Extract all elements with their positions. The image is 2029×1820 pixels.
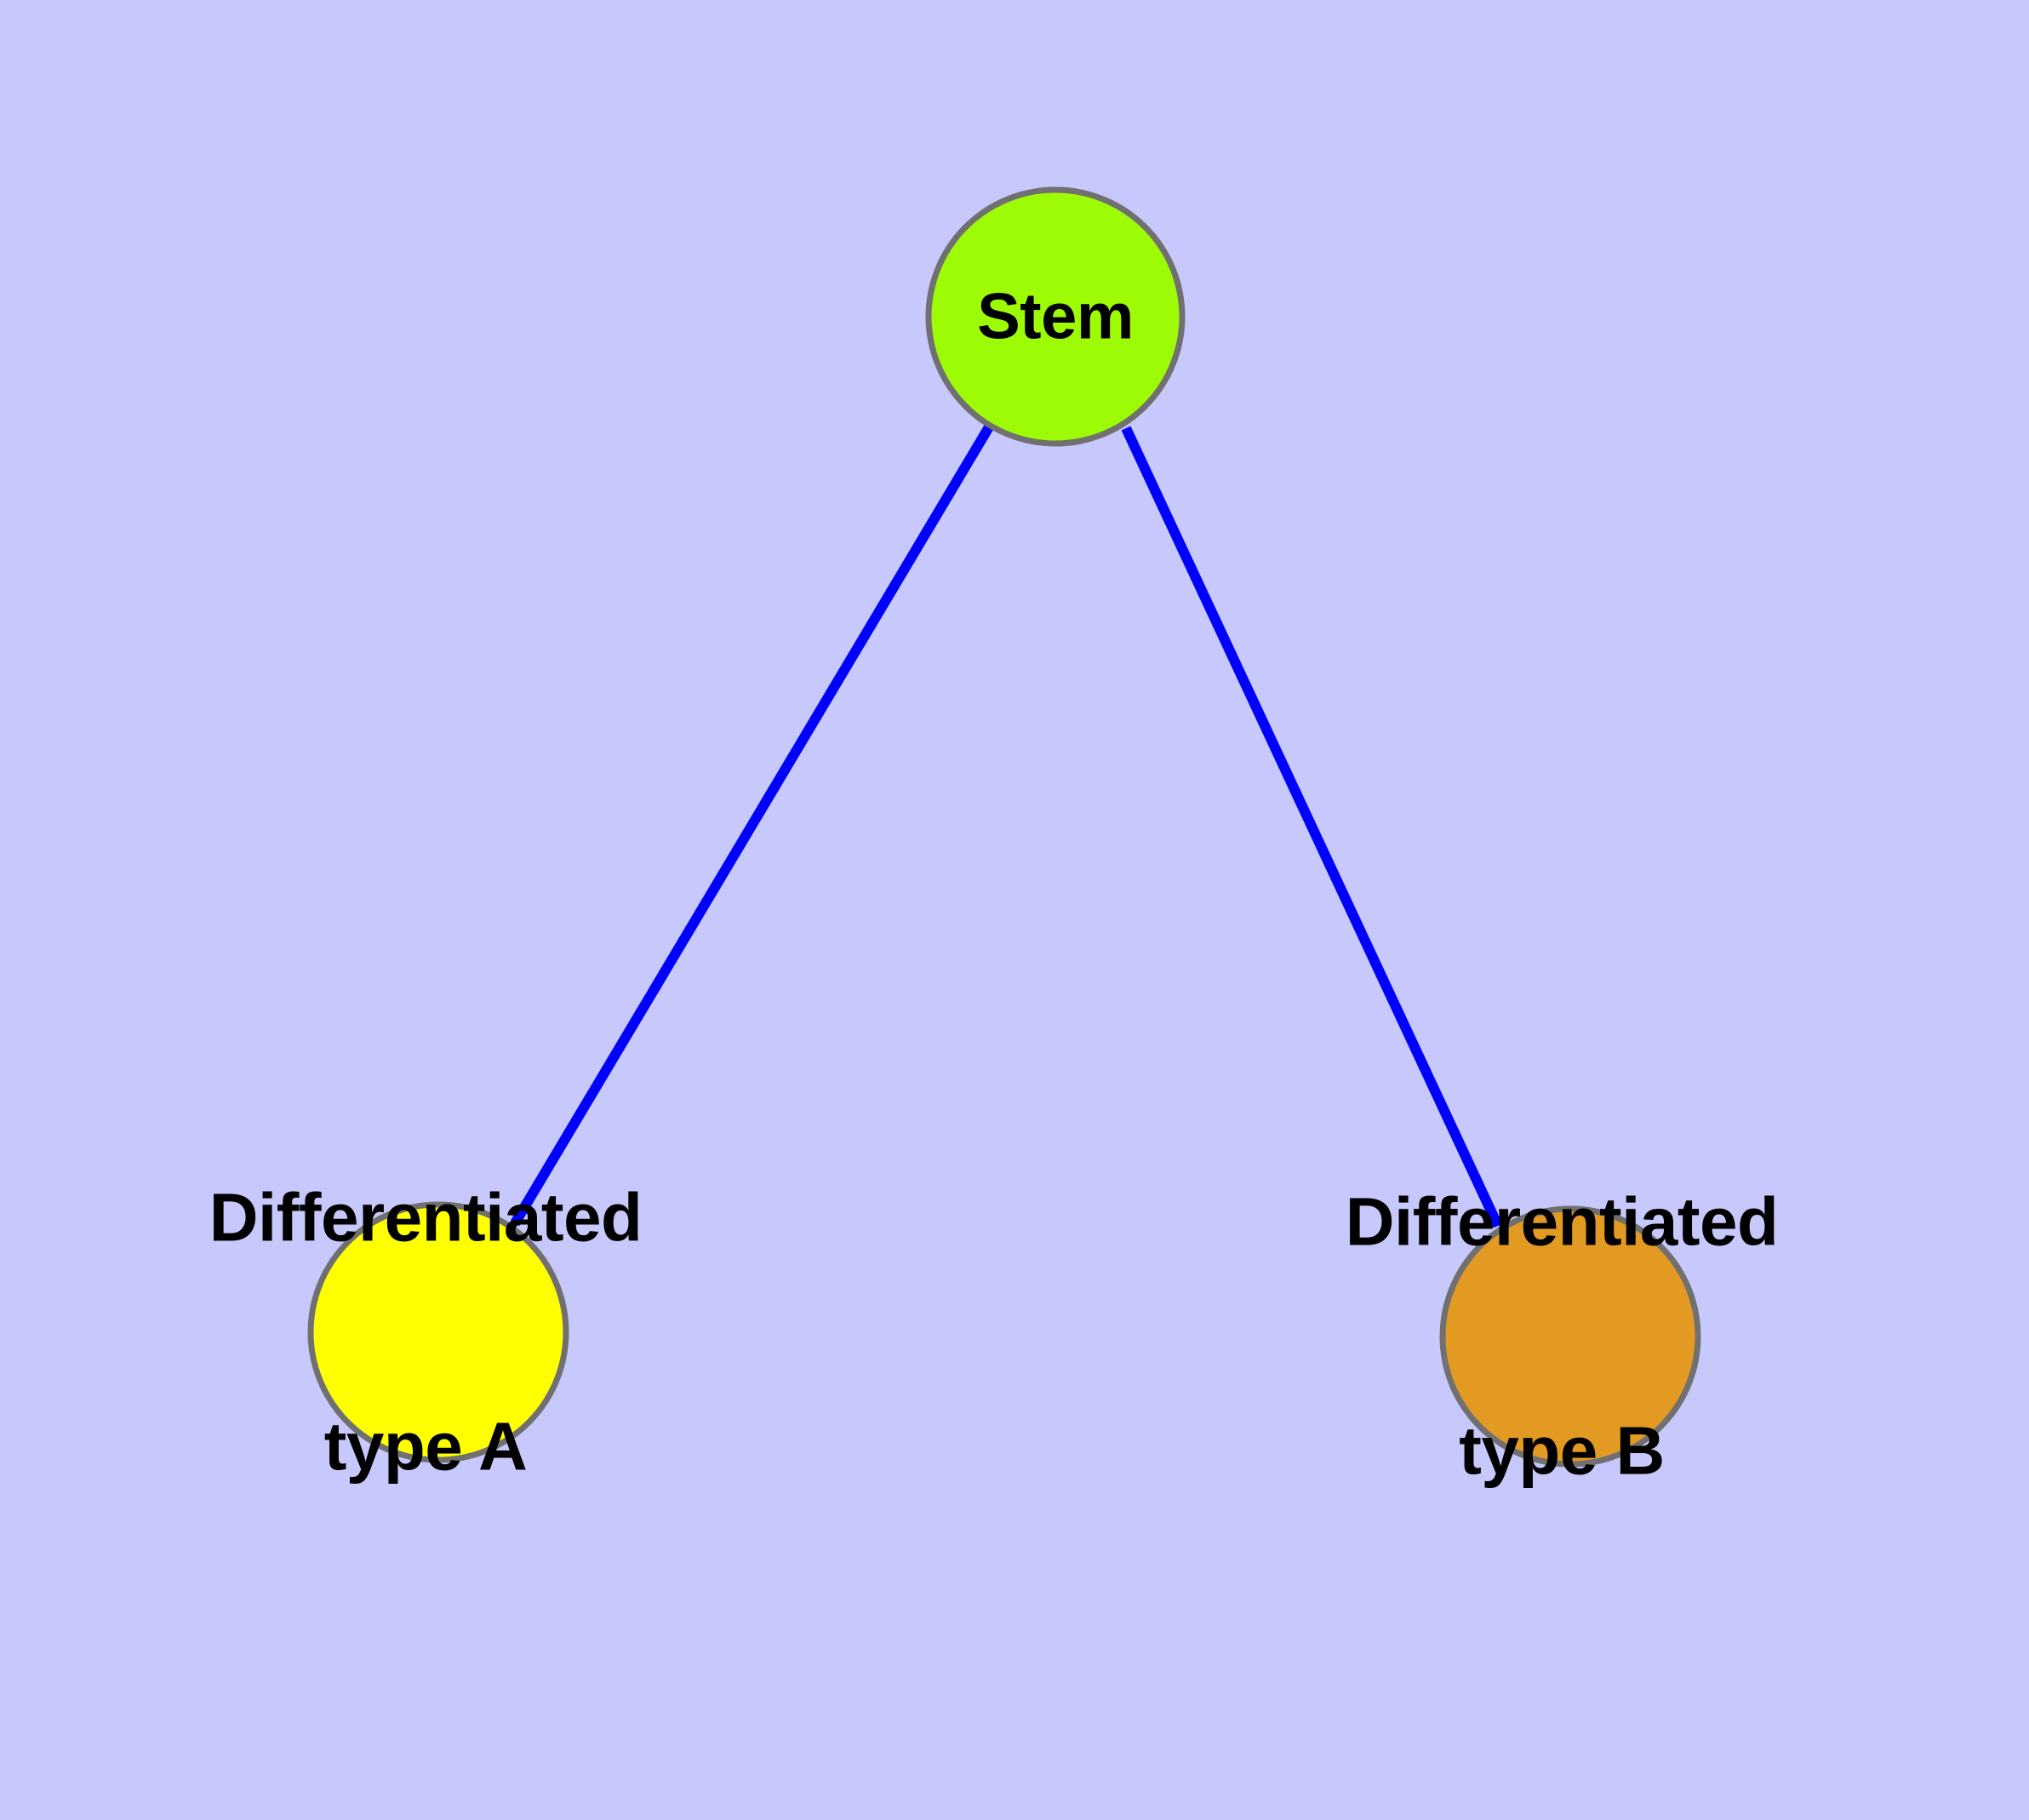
edge-layer: [510, 422, 1503, 1228]
edge-stem-to-differentiated-type-a: [510, 422, 995, 1227]
node-differentiated-type-b[interactable]: [1439, 1205, 1701, 1468]
edge-stem-to-differentiated-type-b: [1121, 426, 1503, 1228]
node-stem[interactable]: [925, 186, 1186, 447]
node-layer: [307, 186, 1701, 1468]
node-differentiated-type-a[interactable]: [307, 1201, 569, 1463]
